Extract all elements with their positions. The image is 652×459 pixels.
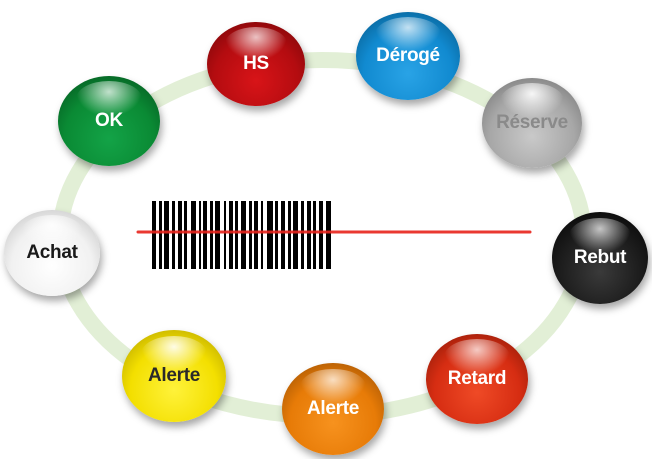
- status-node-rebut: Rebut: [552, 212, 648, 304]
- barcode-bar: [152, 201, 156, 269]
- barcode-bar: [313, 201, 316, 269]
- barcode-bar: [254, 201, 258, 269]
- barcode-bar: [178, 201, 182, 269]
- barcode-bar: [293, 201, 298, 269]
- barcode-bar: [319, 201, 323, 269]
- barcode: [152, 201, 331, 269]
- barcode-bar: [267, 201, 273, 269]
- barcode-bar: [215, 201, 220, 269]
- status-node-ok: OK: [58, 76, 160, 166]
- barcode-bar: [326, 201, 331, 269]
- status-node-alerte-yellow: Alerte: [122, 330, 226, 422]
- barcode-bar: [229, 201, 233, 269]
- status-node-label: Alerte: [147, 365, 201, 386]
- barcode-bar: [210, 201, 213, 269]
- status-node-label: Retard: [447, 368, 507, 389]
- status-node-label: HS: [243, 53, 269, 74]
- status-node-achat: Achat: [4, 210, 100, 296]
- barcode-bar: [235, 201, 238, 269]
- status-node-label: Réserve: [496, 112, 568, 133]
- barcode-bar: [249, 201, 252, 269]
- barcode-bar: [261, 201, 263, 269]
- barcode-bar: [281, 201, 285, 269]
- status-node-label: OK: [95, 110, 123, 131]
- status-node-label: Achat: [26, 242, 78, 263]
- barcode-bar: [288, 201, 291, 269]
- status-node-alerte-orange: Alerte: [282, 363, 384, 455]
- status-node-retard: Retard: [426, 334, 528, 424]
- status-node-hs: HS: [207, 22, 305, 106]
- barcode-bar: [184, 201, 187, 269]
- status-node-label: Alerte: [306, 398, 360, 419]
- barcode-bar: [164, 201, 169, 269]
- barcode-bar: [191, 201, 196, 269]
- status-node-label: Dérogé: [376, 45, 440, 66]
- barcode-bar: [159, 201, 162, 269]
- barcode-bar: [199, 201, 201, 269]
- barcode-bar: [224, 201, 226, 269]
- barcode-bar: [241, 201, 246, 269]
- status-node-label: Rebut: [573, 247, 627, 268]
- status-node-reserve: Réserve: [482, 78, 582, 168]
- barcode-bar: [172, 201, 175, 269]
- status-node-deroge: Dérogé: [356, 12, 460, 100]
- barcode-bar: [203, 201, 207, 269]
- barcode-bar: [275, 201, 278, 269]
- barcode-bar: [301, 201, 304, 269]
- barcode-bar: [307, 201, 311, 269]
